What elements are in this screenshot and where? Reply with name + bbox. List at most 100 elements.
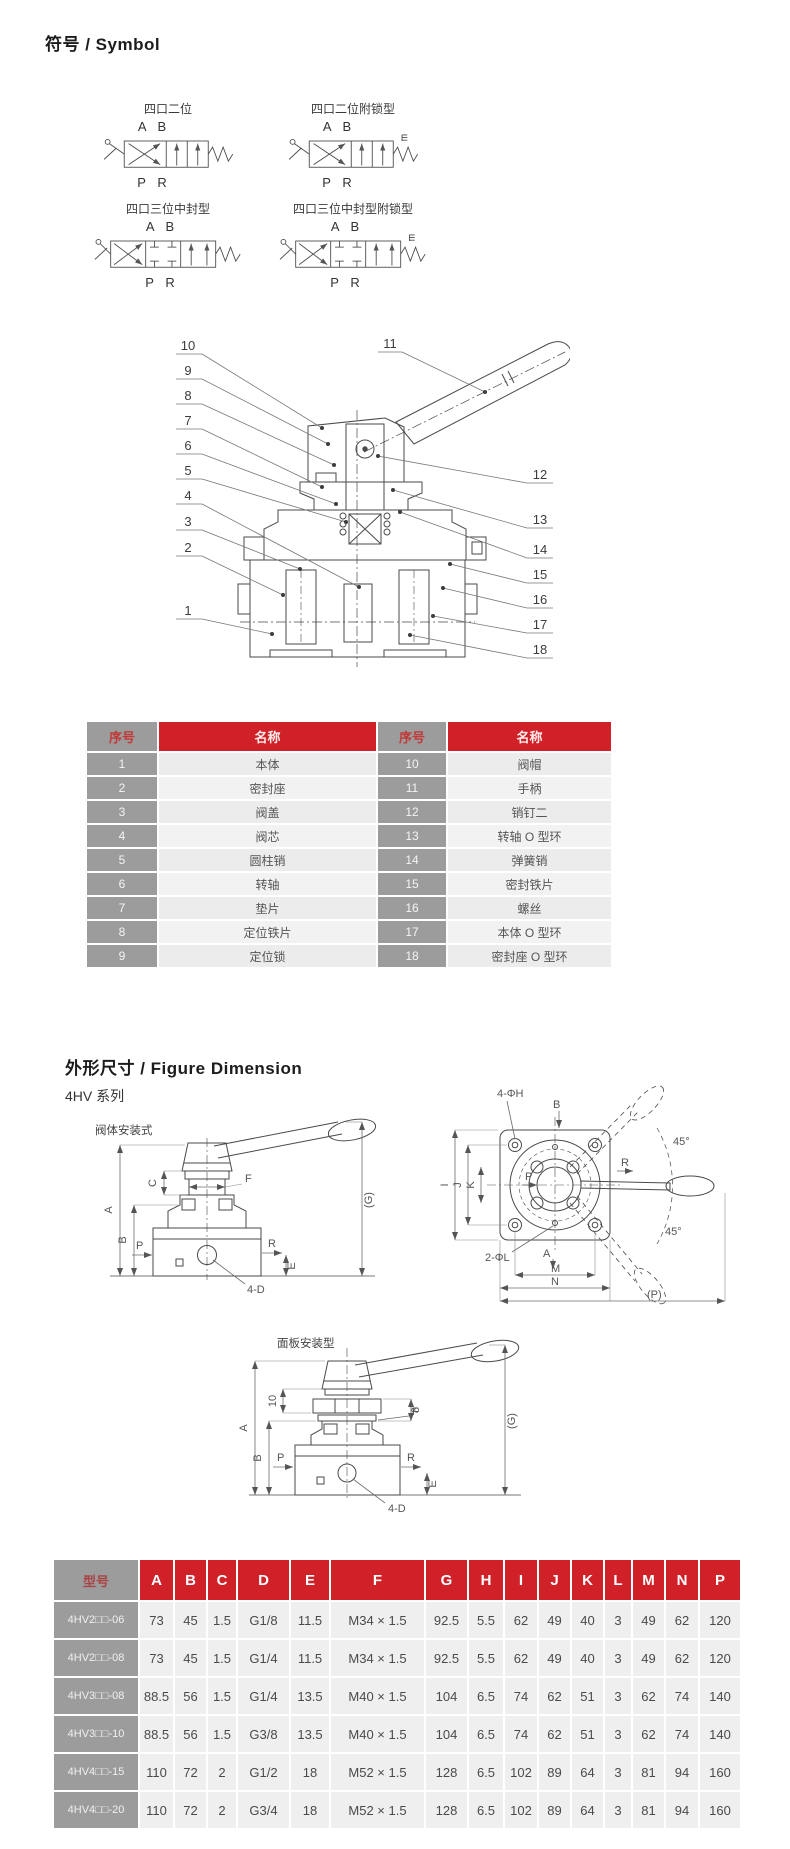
- cross-section-diagram: 10 9 8 7 6 5 4 3 2 1 11 12 13 14 15 16 1…: [150, 332, 572, 672]
- detent-lock-glyph: [401, 134, 408, 141]
- port-labels-top: A B: [322, 119, 356, 134]
- callout-number: 11: [383, 336, 397, 351]
- table-cell: 128: [424, 1790, 469, 1830]
- callout-number: 9: [184, 363, 191, 378]
- dim-label-A: A: [543, 1248, 551, 1260]
- table-cell: 18: [289, 1790, 331, 1830]
- table-cell: 8: [85, 919, 159, 945]
- dim-label-E: E: [286, 1262, 298, 1269]
- drawing-top-view: 4-ΦH B P R I J K 45° 45° 2-ΦL A M N (P): [385, 1083, 740, 1353]
- table-cell: 圆柱销: [157, 847, 378, 873]
- table-cell: 3: [85, 799, 159, 825]
- drawing-caption: 面板安装型: [277, 1336, 335, 1350]
- symbol-label: 四口二位附锁型: [310, 102, 395, 116]
- table-cell: G1/8: [236, 1600, 291, 1640]
- table-cell: 密封座: [157, 775, 378, 801]
- table-cell: 49: [631, 1600, 666, 1640]
- dimension-section-title: 外形尺寸 / Figure Dimension: [65, 1059, 303, 1078]
- table-cell: 销钉二: [446, 799, 613, 825]
- table-cell: 6.5: [467, 1752, 505, 1792]
- callout-number: 1: [184, 603, 191, 618]
- dim-label-M: M: [551, 1263, 560, 1275]
- dim-label-10: 10: [267, 1395, 279, 1407]
- column-header: H: [467, 1558, 505, 1602]
- table-cell: 3: [603, 1790, 633, 1830]
- table-cell: 5: [85, 847, 159, 873]
- table-cell: 81: [631, 1752, 666, 1792]
- drawing-caption: 阀体安装式: [95, 1123, 153, 1137]
- valve-body-drawing: [237, 341, 572, 667]
- callout-number: 6: [184, 438, 191, 453]
- table-cell: 62: [631, 1714, 666, 1754]
- table-cell: 4HV3□□-08: [52, 1676, 140, 1716]
- table-cell: 弹簧销: [446, 847, 613, 873]
- table-cell: 18: [289, 1752, 331, 1792]
- callout-number: 3: [184, 514, 191, 529]
- callout-number: 2: [184, 540, 191, 555]
- table-cell: 13: [376, 823, 448, 849]
- table-cell: 12: [376, 799, 448, 825]
- callout-number: 13: [533, 512, 547, 527]
- table-cell: 转轴 O 型环: [446, 823, 613, 849]
- table-cell: 本体: [157, 751, 378, 777]
- valve-symbol-4way-2pos-lock: 四口二位附锁型 A B: [258, 100, 448, 190]
- table-cell: 56: [173, 1676, 208, 1716]
- valve-symbols: 四口二位 A B P R 四口二位附锁型 A B: [78, 100, 448, 290]
- table-cell: 11.5: [289, 1600, 331, 1640]
- column-header: A: [138, 1558, 175, 1602]
- dim-label-A: A: [103, 1206, 115, 1214]
- table-cell: 1.5: [206, 1714, 238, 1754]
- column-header: I: [503, 1558, 539, 1602]
- table-cell: 9: [85, 943, 159, 969]
- column-header: E: [289, 1558, 331, 1602]
- dim-label-45deg-lower: 45°: [665, 1226, 682, 1238]
- table-cell: 1.5: [206, 1676, 238, 1716]
- table-cell: 74: [503, 1676, 539, 1716]
- drawing-body-mount-side-view: 阀体安装式 A B C F P R E (G) 4-D: [90, 1108, 380, 1303]
- table-cell: 140: [698, 1676, 742, 1716]
- table-cell: 74: [503, 1714, 539, 1754]
- table-cell: 1: [85, 751, 159, 777]
- dim-label-P: P: [277, 1452, 284, 1464]
- table-cell: 2: [206, 1752, 238, 1792]
- cross-section-graphic: 10 9 8 7 6 5 4 3 2 1 11 12 13 14 15 16 1…: [176, 336, 572, 667]
- table-cell: 160: [698, 1790, 742, 1830]
- callout-number: 14: [533, 542, 547, 557]
- table-cell: 6.5: [467, 1676, 505, 1716]
- port-labels-bottom: P R: [145, 275, 179, 290]
- table-cell: 51: [570, 1676, 605, 1716]
- table-cell: G1/2: [236, 1752, 291, 1792]
- callout-number: 15: [533, 567, 547, 582]
- table-cell: 11.5: [289, 1638, 331, 1678]
- table-cell: 阀芯: [157, 823, 378, 849]
- table-cell: 6: [85, 871, 159, 897]
- table-cell: 128: [424, 1752, 469, 1792]
- table-cell: M40 × 1.5: [329, 1676, 426, 1716]
- table-cell: 6.5: [467, 1714, 505, 1754]
- table-cell: 74: [664, 1714, 700, 1754]
- table-cell: 81: [631, 1790, 666, 1830]
- table-cell: 螺丝: [446, 895, 613, 921]
- column-header: J: [537, 1558, 572, 1602]
- table-cell: 手柄: [446, 775, 613, 801]
- dim-label-R: R: [621, 1157, 629, 1169]
- table-cell: 49: [537, 1600, 572, 1640]
- dim-label-4D: 4-D: [247, 1284, 265, 1296]
- table-cell: 5.5: [467, 1600, 505, 1640]
- table-cell: 17: [376, 919, 448, 945]
- dim-label-45deg-upper: 45°: [673, 1136, 690, 1148]
- column-header: D: [236, 1558, 291, 1602]
- column-header: B: [173, 1558, 208, 1602]
- table-cell: 定位锁: [157, 943, 378, 969]
- table-cell: 49: [537, 1638, 572, 1678]
- table-cell: 4HV2□□-06: [52, 1600, 140, 1640]
- table-cell: 40: [570, 1600, 605, 1640]
- table-cell: 89: [537, 1790, 572, 1830]
- callout-number: 17: [533, 617, 547, 632]
- table-cell: M52 × 1.5: [329, 1752, 426, 1792]
- callout-number: 10: [181, 338, 195, 353]
